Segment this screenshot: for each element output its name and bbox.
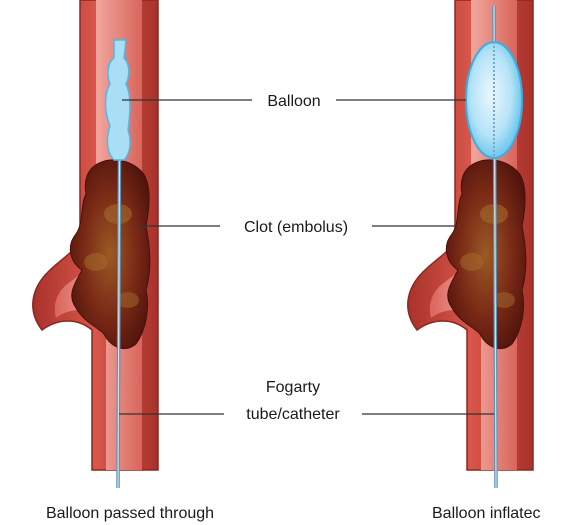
- fogarty-label-line2: tube/catheter: [246, 406, 340, 423]
- fogarty-label-line1: Fogarty: [266, 379, 320, 396]
- left-caption: Balloon passed through: [46, 505, 214, 522]
- leader-lines: [119, 100, 494, 414]
- right-caption: Balloon inflatec: [432, 505, 541, 522]
- left-vessel: [33, 0, 158, 488]
- right-vessel: [408, 0, 533, 488]
- clot-label: Clot (embolus): [244, 219, 348, 236]
- balloon-label: Balloon: [267, 93, 320, 110]
